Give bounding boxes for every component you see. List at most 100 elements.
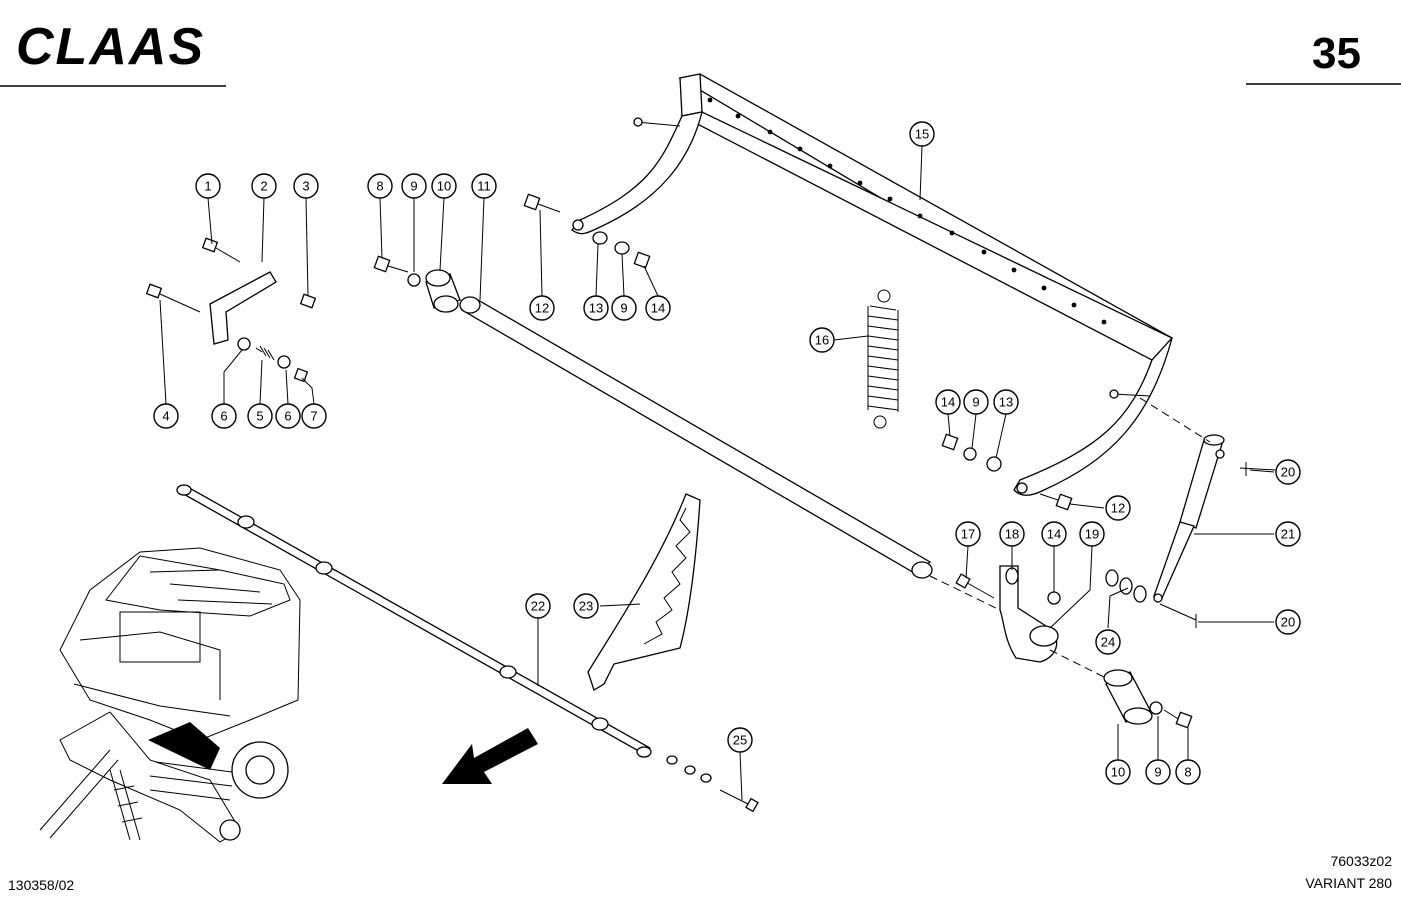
- callout-label: 8: [376, 179, 383, 194]
- callout: 3: [293, 173, 319, 199]
- callout: 2: [251, 173, 277, 199]
- callout-label: 9: [972, 395, 979, 410]
- callout-label: 6: [220, 409, 227, 424]
- brand-logo: CLAAS: [16, 18, 203, 76]
- frame-arm-right-hole: [1016, 482, 1028, 494]
- callout-label: 2: [260, 179, 267, 194]
- callout: 25: [727, 727, 753, 753]
- callout: 18: [999, 521, 1025, 547]
- callout: 9: [1145, 759, 1171, 785]
- callout: 5: [247, 403, 273, 429]
- callout-label: 20: [1281, 465, 1295, 480]
- callout-label: 21: [1281, 527, 1295, 542]
- bracket-plate: [209, 271, 277, 345]
- callout-label: 9: [1154, 765, 1161, 780]
- callout-label: 11: [477, 179, 491, 194]
- left-bracket-group: [145, 237, 317, 383]
- callout: 9: [611, 295, 637, 321]
- lower-shaft-collar-6: [636, 746, 652, 758]
- lower-shaft-collar-4: [499, 665, 517, 679]
- scraper-plate: [587, 493, 701, 691]
- callout-label: 12: [1111, 501, 1125, 516]
- page-number: 35: [1312, 29, 1361, 78]
- lower-shaft-collar-3: [315, 561, 333, 575]
- callout-label: 18: [1005, 527, 1019, 542]
- frame-stub-left: [635, 121, 681, 127]
- callout: 14: [935, 389, 961, 415]
- callout: 24: [1095, 629, 1121, 655]
- centerline-bracket: [1049, 649, 1111, 681]
- callout: 6: [275, 403, 301, 429]
- tension-spring: [867, 289, 899, 429]
- right-middle-fasteners: [941, 433, 1073, 511]
- callout: 19: [1079, 521, 1105, 547]
- callout: 20: [1275, 609, 1301, 635]
- callout-label: 16: [815, 333, 829, 348]
- callout: 16: [809, 327, 835, 353]
- callout-label: 14: [1047, 527, 1061, 542]
- callout-label: 5: [256, 409, 263, 424]
- callout-label: 25: [733, 733, 747, 748]
- callout: 10: [1105, 759, 1131, 785]
- callout-label: 13: [999, 395, 1013, 410]
- pin-20-top: [1239, 467, 1277, 471]
- callout-label: 7: [310, 409, 317, 424]
- frame-arm-left-hole: [572, 219, 584, 231]
- callout-label: 24: [1101, 635, 1115, 650]
- callout: 22: [525, 593, 551, 619]
- callout-label: 4: [162, 409, 169, 424]
- callout-label: 20: [1281, 615, 1295, 630]
- callout: 14: [645, 295, 671, 321]
- gas-strut: [1153, 434, 1225, 603]
- callout: 9: [401, 173, 427, 199]
- callouts: 1 2 3 4 6 5 6 7 8 9 10 11 12 13 9 14 15 …: [153, 121, 1301, 785]
- callout: 15: [909, 121, 935, 147]
- callout: 14: [1041, 521, 1067, 547]
- callout-label: 8: [1184, 765, 1191, 780]
- callout: 4: [153, 403, 179, 429]
- callout-label: 15: [915, 127, 929, 142]
- gas-strut-rod: [1153, 521, 1195, 599]
- callout-label: 17: [961, 527, 975, 542]
- callout: 13: [993, 389, 1019, 415]
- frame-stub-left-end: [633, 117, 643, 127]
- callout-label: 6: [284, 409, 291, 424]
- frame-arm-left: [571, 111, 703, 235]
- upper-left-bushing-set: [373, 255, 461, 313]
- centerline-strut-top: [1139, 397, 1211, 443]
- callout: 12: [529, 295, 555, 321]
- machine-model: VARIANT 280: [1305, 875, 1392, 891]
- washer-stack: [1105, 569, 1147, 603]
- frame-beam-holes: [707, 97, 1107, 325]
- callout-label: 13: [589, 301, 603, 316]
- callout-label: 3: [302, 179, 309, 194]
- callout: 12: [1105, 495, 1131, 521]
- callout-label: 14: [941, 395, 955, 410]
- callout: 6: [211, 403, 237, 429]
- scraper-teeth: [643, 507, 691, 645]
- frame-beam-end-left: [679, 73, 703, 117]
- roller-end-left: [459, 296, 481, 314]
- callout-label: 22: [531, 599, 545, 614]
- callout-label: 14: [651, 301, 665, 316]
- pivot-bracket: [955, 565, 1061, 663]
- direction-arrow: [442, 728, 538, 784]
- frame-beam-side: [680, 111, 1174, 361]
- lower-shaft-collar-5: [591, 717, 609, 731]
- lower-shaft-collar-1: [176, 484, 192, 496]
- roller-end-right: [911, 561, 933, 579]
- callout-label: 12: [535, 301, 549, 316]
- drawing-reference: 76033z02: [1330, 853, 1392, 869]
- callout-label: 19: [1085, 527, 1099, 542]
- lower-right-bushing-set: [1103, 669, 1193, 729]
- frame-assembly: [571, 73, 1174, 496]
- baler-inset-illustration: [39, 547, 301, 843]
- leader-lines: [159, 145, 1275, 801]
- catalog-reference: 130358/02: [8, 877, 74, 893]
- frame-arm-right: [1013, 337, 1173, 496]
- callout: 1: [195, 173, 221, 199]
- callout: 8: [367, 173, 393, 199]
- callout-label: 23: [579, 599, 593, 614]
- pin-20-bottom: [1159, 603, 1197, 621]
- lower-shaft: [176, 484, 652, 758]
